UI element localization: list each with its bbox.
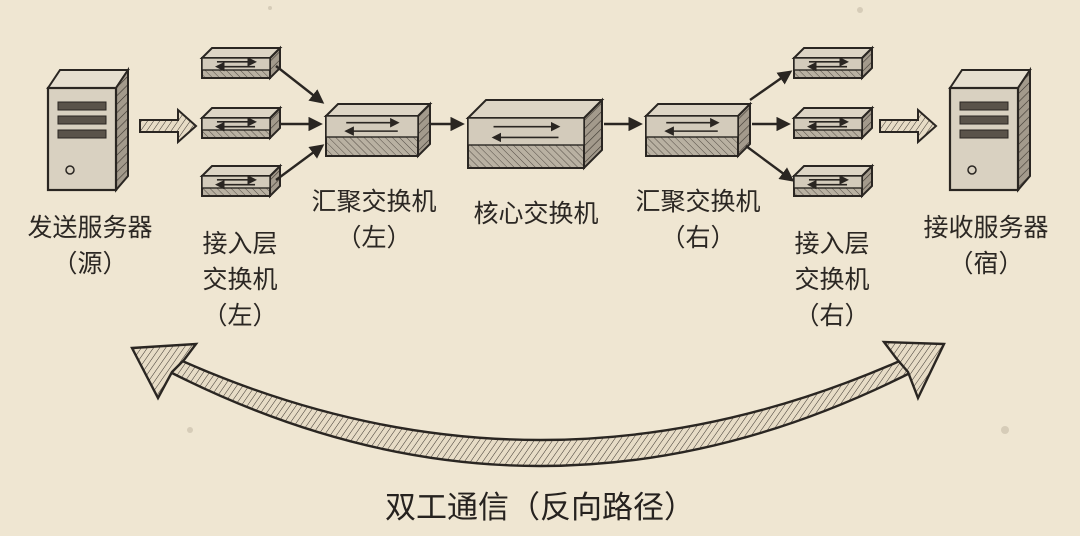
duplex-arrowhead-left (130, 342, 199, 401)
aggregation-left-note: （左） (336, 223, 412, 252)
access-right-switch-mid-icon (791, 105, 875, 141)
duplex-caption: 双工通信（反向路径） (385, 490, 695, 526)
source-server-icon (46, 66, 130, 193)
connections (275, 65, 795, 182)
switches-layer (199, 45, 875, 199)
access-left-note: （左） (202, 301, 278, 330)
arrow-source-to-access (139, 107, 198, 145)
aggregation-right-note: （右） (660, 223, 736, 252)
link-agg-right-top (749, 70, 793, 101)
duplex-arrowhead-right (881, 340, 946, 402)
source-server-note: （源） (52, 249, 128, 278)
duplex-curved-arrow (130, 340, 946, 468)
access-left-switch-top-icon (199, 45, 283, 81)
aggregation-right-name: 汇聚交换机 (635, 187, 761, 216)
label-core: 核心交换机 (473, 196, 598, 232)
label-access-right: 接入层 交换机 （右） (794, 226, 869, 334)
aggregation-right-switch-icon (643, 101, 753, 159)
label-access-left: 接入层 交换机 （左） (202, 226, 277, 334)
label-destination-server: 接收服务器 （宿） (923, 210, 1048, 282)
access-left-line2: 交换机 (202, 265, 278, 294)
link-access-left-top (275, 65, 325, 104)
access-right-line2: 交换机 (794, 265, 870, 294)
core-switch-icon (465, 97, 605, 171)
access-left-switch-mid-icon (199, 105, 283, 141)
access-left-switch-bottom-icon (199, 163, 283, 199)
paper-texture (187, 6, 1009, 434)
core-name: 核心交换机 (473, 199, 599, 228)
label-source-server: 发送服务器 （源） (27, 210, 152, 282)
access-left-line1: 接入层 (202, 229, 278, 258)
destination-server-note: （宿） (948, 249, 1024, 278)
label-aggregation-right: 汇聚交换机 （右） (635, 184, 760, 256)
access-right-note: （右） (794, 301, 870, 330)
access-right-switch-top-icon (791, 45, 875, 81)
arrow-access-to-destination (879, 107, 938, 145)
source-server-name: 发送服务器 (27, 213, 153, 242)
access-right-line1: 接入层 (794, 229, 870, 258)
destination-server-name: 接收服务器 (923, 213, 1049, 242)
label-aggregation-left: 汇聚交换机 （左） (311, 184, 436, 256)
destination-server-icon (948, 66, 1032, 193)
link-access-left-bottom (275, 144, 325, 181)
access-right-switch-bottom-icon (791, 163, 875, 199)
link-agg-right-bottom (745, 145, 795, 182)
aggregation-left-name: 汇聚交换机 (311, 187, 437, 216)
aggregation-left-switch-icon (323, 101, 433, 159)
